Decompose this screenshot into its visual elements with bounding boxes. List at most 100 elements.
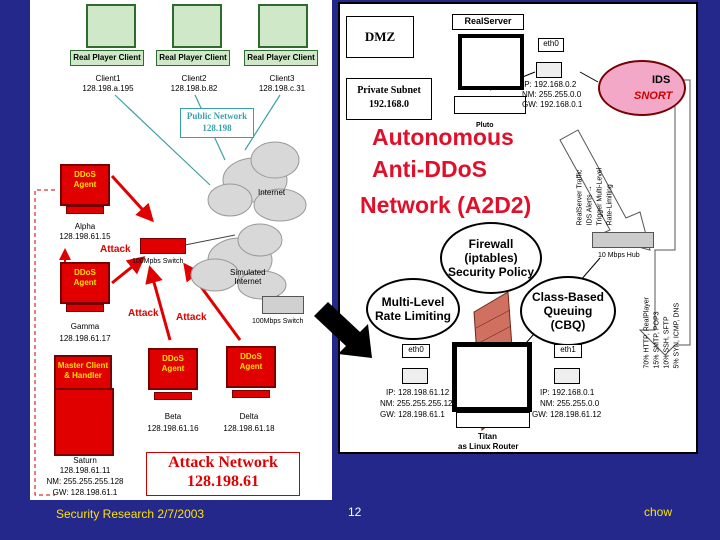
saturn-gw: GW: 128.198.61.1 bbox=[52, 488, 118, 497]
titan-eth1-label: eth1 bbox=[560, 345, 576, 354]
alpha-ip: 128.198.61.15 bbox=[59, 232, 111, 241]
client2-tag: Real Player Client bbox=[156, 50, 230, 66]
simulated-internet-cloud bbox=[190, 223, 287, 300]
eth0-top-box: eth0 bbox=[538, 38, 564, 52]
titan-left-ip: IP: 128.198.61.12 bbox=[386, 388, 450, 397]
saturn-tower bbox=[54, 388, 114, 456]
public-network-line2: 128.198 bbox=[202, 123, 232, 133]
public-network-line1: Public Network bbox=[186, 111, 248, 121]
client2-name: Client2 bbox=[181, 74, 207, 83]
titan-eth0-box: eth0 bbox=[402, 344, 430, 358]
attack-label-2: Attack bbox=[128, 308, 159, 319]
eth0-top-label: eth0 bbox=[543, 39, 559, 48]
private-subnet-box: Private Subnet 192.168.0 bbox=[346, 78, 432, 120]
switch2-icon bbox=[262, 296, 304, 314]
alpha-agent: DDoS Agent bbox=[60, 164, 110, 206]
gamma-agent: DDoS Agent bbox=[60, 262, 110, 304]
client2-ip: 128.198.b.82 bbox=[170, 84, 218, 93]
pluto-nic-icon bbox=[536, 62, 562, 78]
delta-name: Delta bbox=[239, 412, 259, 421]
titan-eth0-label: eth0 bbox=[408, 345, 424, 354]
titan-right-ip: IP: 192.168.0.1 bbox=[540, 388, 595, 397]
client2-monitor-icon bbox=[172, 4, 222, 48]
client3-monitor-icon bbox=[258, 4, 308, 48]
pluto-nm: NM: 255.255.0.0 bbox=[522, 90, 582, 99]
beta-base bbox=[154, 392, 192, 400]
footer-right: chow bbox=[644, 505, 673, 519]
ids-text-3: Rate-Limiting bbox=[606, 184, 614, 226]
cbq-line-2: (CBQ) bbox=[550, 318, 586, 332]
alpha-base bbox=[66, 206, 104, 214]
cbq-line-0: Class-Based bbox=[531, 290, 605, 304]
internet-label: Internet bbox=[258, 188, 286, 197]
titan-left-nic-icon bbox=[402, 368, 428, 384]
ids-top-label: IDS bbox=[652, 74, 671, 86]
pluto-monitor-icon bbox=[458, 34, 524, 90]
switch-label: 100Mpbs Switch bbox=[132, 258, 184, 265]
firewall-ellipse: Firewall (iptables) Security Policy bbox=[440, 222, 542, 294]
cbq-text-3: 5% SYN, ICMP, DNS bbox=[673, 302, 681, 369]
cbq-text-1: 15% SMTP, POP3 bbox=[653, 311, 661, 369]
firewall-line-2: Security Policy bbox=[447, 265, 535, 279]
ids-bottom-label: SNORT bbox=[634, 90, 673, 102]
gamma-name: Gamma bbox=[70, 322, 100, 331]
delta-agent: DDoS Agent bbox=[226, 346, 276, 388]
titan-right-nic-icon bbox=[554, 368, 580, 384]
realserver-label: RealServer bbox=[464, 16, 512, 26]
gamma-base bbox=[66, 304, 104, 312]
rate-limiting-line-0: Multi-Level bbox=[381, 295, 445, 309]
saturn-name: Saturn bbox=[73, 456, 97, 465]
attack-label-3: Attack bbox=[176, 312, 207, 323]
client3-ip: 128.198.c.31 bbox=[258, 84, 306, 93]
beta-agent: DDoS Agent bbox=[148, 348, 198, 390]
titan-left-nm: NM: 255.255.255.128 bbox=[380, 399, 457, 408]
dmz-box: DMZ bbox=[346, 16, 414, 58]
firewall-line-0: Firewall bbox=[468, 237, 514, 251]
switch-icon bbox=[140, 238, 186, 254]
title-line-3: Network (A2D2) bbox=[360, 192, 532, 218]
client1-ip: 128.198.a.195 bbox=[82, 84, 134, 93]
titan-base-icon bbox=[456, 412, 530, 428]
titan-monitor-icon bbox=[452, 342, 532, 412]
attack-label-1: Attack bbox=[100, 244, 131, 255]
public-network-box: Public Network 128.198 bbox=[180, 108, 254, 138]
beta-ip: 128.198.61.16 bbox=[147, 424, 199, 433]
saturn-nm: NM: 255.255.255.128 bbox=[46, 477, 124, 486]
attack-network-line2: 128.198.61 bbox=[187, 473, 259, 490]
private-subnet-line2: 192.168.0 bbox=[369, 99, 409, 110]
titan-right-gw: GW: 128.198.61.12 bbox=[532, 410, 602, 419]
client3-tag: Real Player Client bbox=[244, 50, 318, 66]
pluto-ip: IP: 192.168.0.2 bbox=[522, 80, 577, 89]
switch2-label: 100Mbps Switch bbox=[252, 318, 304, 325]
client1-monitor-icon bbox=[86, 4, 136, 48]
rate-limiting-ellipse: Multi-Level Rate Limiting bbox=[366, 278, 460, 340]
ids-text-0: RealServer Traffic bbox=[576, 169, 584, 226]
titan-name: Titan bbox=[478, 432, 497, 441]
cbq-ellipse: Class-Based Queuing (CBQ) bbox=[520, 276, 616, 346]
pluto-base-icon bbox=[454, 96, 526, 114]
titan-eth1-box: eth1 bbox=[554, 344, 582, 358]
hub-label: 10 Mbps Hub bbox=[598, 252, 640, 259]
cbq-text-2: 10% SSH, SFTP bbox=[663, 316, 671, 369]
delta-ip: 128.198.61.18 bbox=[223, 424, 275, 433]
title-line-1: Autonomous bbox=[372, 124, 514, 150]
cbq-text-0: 70% HTTP, RealPlayer bbox=[643, 297, 651, 369]
titan-right-nm: NM: 255.255.0.0 bbox=[540, 399, 600, 408]
footer-left: Security Research 2/7/2003 bbox=[56, 507, 205, 521]
delta-base bbox=[232, 390, 270, 398]
footer-page-number: 12 bbox=[348, 505, 362, 519]
client3-name: Client3 bbox=[269, 74, 295, 83]
cbq-policy-text: 70% HTTP, RealPlayer 15% SMTP, POP3 10% … bbox=[632, 270, 692, 370]
rate-limiting-line-1: Rate Limiting bbox=[374, 309, 451, 323]
private-subnet-line1: Private Subnet bbox=[357, 85, 421, 96]
titan-role: as Linux Router bbox=[458, 442, 519, 451]
pluto-gw: GW: 192.168.0.1 bbox=[522, 100, 583, 109]
titan-left-gw: GW: 128.198.61.1 bbox=[380, 410, 445, 419]
ids-text-2: Trigger Multi-Level bbox=[596, 167, 604, 226]
alpha-name: Alpha bbox=[74, 222, 96, 231]
hub-icon bbox=[592, 232, 654, 248]
ids-text-1: IDS Alerts → bbox=[586, 185, 594, 226]
firewall-line-1: (iptables) bbox=[464, 251, 518, 265]
beta-name: Beta bbox=[164, 412, 182, 421]
